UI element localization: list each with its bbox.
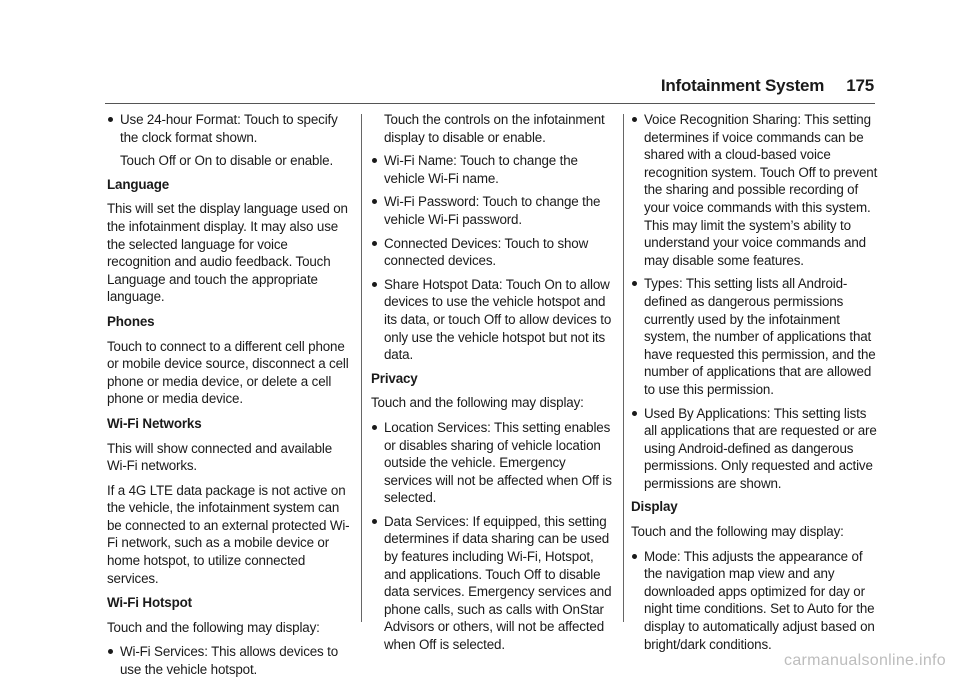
- paragraph: Touch and the following may display:: [631, 524, 844, 540]
- bullet-item: Types: This setting lists all Android-de…: [631, 275, 879, 398]
- column-3: Voice Recognition Sharing: This setting …: [631, 111, 879, 659]
- section-title: Infotainment System: [660, 76, 825, 95]
- watermark-text: carmanualsonline.info: [784, 652, 946, 669]
- bullet-item: Wi-Fi Name: Touch to change the vehicle …: [371, 152, 616, 187]
- paragraph: Touch and the following may display:: [107, 619, 320, 635]
- header-rule: [105, 103, 875, 104]
- section-heading: Language: [107, 176, 170, 192]
- column-divider: [623, 114, 624, 622]
- page-number: 175: [846, 76, 874, 95]
- bullet-item: Used By Applications: This setting lists…: [631, 405, 879, 493]
- bullet-item: Use 24-hour Format: Touch to specify the…: [107, 111, 352, 146]
- section-heading: Wi-Fi Hotspot: [107, 595, 192, 611]
- paragraph: If a 4G LTE data package is not active o…: [107, 482, 350, 586]
- continuation-text: Touch the controls on the infotainment d…: [384, 112, 605, 145]
- column-1: Use 24-hour Format: Touch to specify the…: [107, 111, 352, 685]
- bullet-item: Data Services: If equipped, this setting…: [371, 513, 616, 654]
- section-heading: Display: [631, 499, 678, 515]
- bullet-item: Location Services: This setting enables …: [371, 419, 616, 507]
- paragraph: Touch and the following may display:: [371, 395, 584, 411]
- paragraph: This will set the display language used …: [107, 201, 348, 305]
- page-header: Infotainment System 175: [661, 76, 874, 96]
- continuation-text: Touch Off or On to disable or enable.: [120, 153, 334, 169]
- column-2: Touch the controls on the infotainment d…: [371, 111, 616, 660]
- section-heading: Wi-Fi Networks: [107, 415, 202, 431]
- bullet-item: Wi-Fi Password: Touch to change the vehi…: [371, 193, 616, 228]
- section-heading: Phones: [107, 313, 155, 329]
- column-divider: [361, 114, 362, 622]
- bullet-item: Connected Devices: Touch to show connect…: [371, 235, 616, 270]
- bullet-item: Voice Recognition Sharing: This setting …: [631, 111, 879, 269]
- paragraph: This will show connected and available W…: [107, 440, 333, 474]
- paragraph: Touch to connect to a different cell pho…: [107, 338, 349, 407]
- bullet-item: Wi-Fi Services: This allows devices to u…: [107, 643, 352, 678]
- bullet-item: Mode: This adjusts the appearance of the…: [631, 548, 879, 654]
- section-heading: Privacy: [371, 370, 418, 386]
- bullet-item: Share Hotspot Data: Touch On to allow de…: [371, 276, 616, 364]
